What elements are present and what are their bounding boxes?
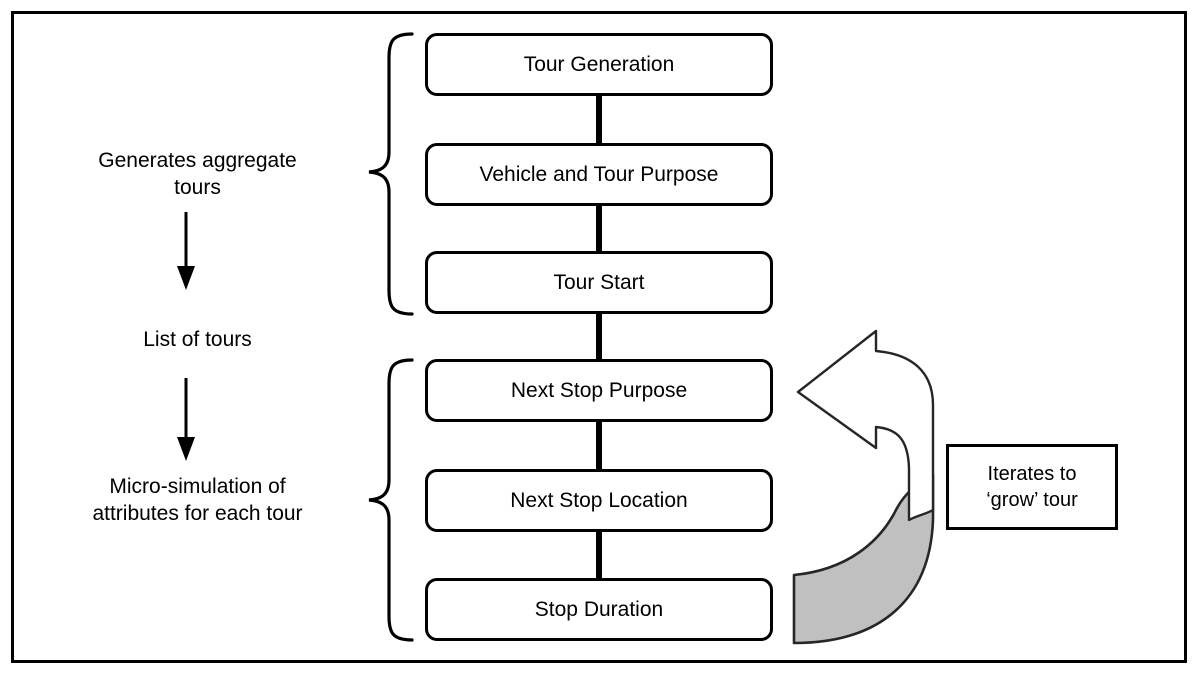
connector-line [596, 420, 602, 471]
process-box-stop-duration[interactable]: Stop Duration [425, 578, 773, 641]
process-box-label: Stop Duration [534, 598, 664, 621]
connector-line [596, 312, 602, 361]
stage-label-generates-aggregate-tours: Generates aggregate tours [98, 149, 297, 199]
process-box-label: Tour Start [553, 271, 645, 294]
connector-line [596, 204, 602, 253]
connector-line [596, 530, 602, 580]
process-box-tour-start[interactable]: Tour Start [425, 251, 773, 314]
process-box-label: Vehicle and Tour Purpose [479, 163, 719, 186]
connector-line [596, 94, 602, 145]
process-box-label: Next Stop Location [510, 489, 688, 512]
stage-label-list-of-tours: List of tours [143, 328, 252, 351]
process-box-tour-generation[interactable]: Tour Generation [425, 33, 773, 96]
process-box-label: Next Stop Purpose [510, 379, 688, 402]
stage-label-micro-simulation: Micro-simulation of attributes for each … [92, 475, 303, 525]
process-box-next-stop-purpose[interactable]: Next Stop Purpose [425, 359, 773, 422]
process-box-label: Tour Generation [523, 53, 675, 76]
annotation-label: Iterates to ‘grow’ tour [986, 463, 1078, 511]
process-box-vehicle-tour-purpose[interactable]: Vehicle and Tour Purpose [425, 143, 773, 206]
annotation-box-iterates-to-grow-tour[interactable]: Iterates to ‘grow’ tour [946, 444, 1118, 530]
process-box-next-stop-location[interactable]: Next Stop Location [425, 469, 773, 532]
